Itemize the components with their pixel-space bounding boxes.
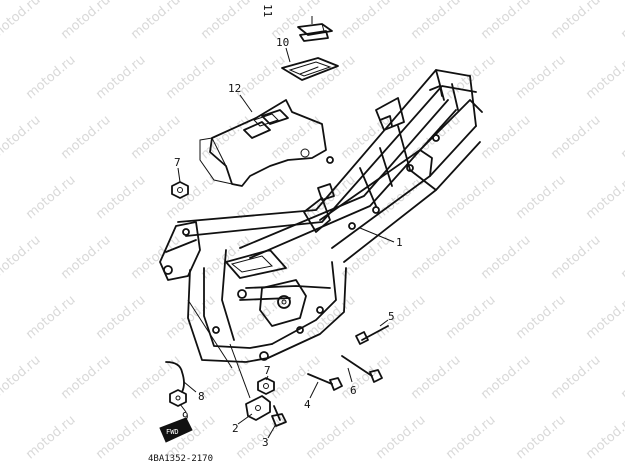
callout-12: 12	[228, 82, 241, 95]
part-5-bolt	[355, 325, 389, 345]
part-6-bolt	[341, 355, 383, 383]
callout-2: 2	[232, 422, 239, 435]
part-8-wire-hook	[165, 361, 185, 393]
part-9-clip	[169, 389, 187, 407]
callout-7-upper: 7	[174, 156, 181, 169]
fwd-badge-text: FWD	[166, 428, 179, 436]
callout-3: 3	[262, 436, 269, 449]
part-12-cover-panel	[199, 99, 327, 187]
part-10-pad	[281, 57, 339, 81]
callout-11: 11	[261, 4, 274, 17]
callout-7-lower: 7	[264, 364, 271, 377]
part-4-bolt	[307, 373, 343, 391]
callout-8: 8	[198, 390, 205, 403]
callout-10: 10	[276, 36, 289, 49]
callout-5: 5	[388, 310, 395, 323]
leader-lines	[177, 16, 395, 439]
fwd-badge: FWD	[159, 417, 193, 443]
callout-9: 9	[182, 410, 189, 423]
part-1-main-frame	[159, 69, 483, 363]
diagram-code: 4BA1352-2170	[148, 454, 213, 464]
callout-6: 6	[350, 384, 357, 397]
callout-4: 4	[304, 398, 311, 411]
callout-1: 1	[396, 236, 403, 249]
part-3-bolt	[271, 405, 287, 427]
part-7-nut-upper	[171, 181, 189, 199]
callout-labels: 11 10 12 7 1 5 6 4 7 2 3 8 9 4BA1352-217…	[148, 4, 403, 464]
part-11-bracket	[297, 23, 333, 42]
part-2-bracket	[245, 395, 271, 421]
part-7-nut-lower	[257, 377, 275, 395]
